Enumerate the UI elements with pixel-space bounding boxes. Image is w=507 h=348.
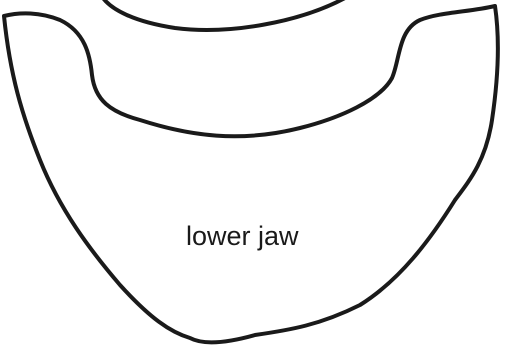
upper-jaw-outline <box>103 0 345 30</box>
lower-jaw-outline <box>4 6 498 342</box>
lower-jaw-label: lower jaw <box>186 221 299 251</box>
